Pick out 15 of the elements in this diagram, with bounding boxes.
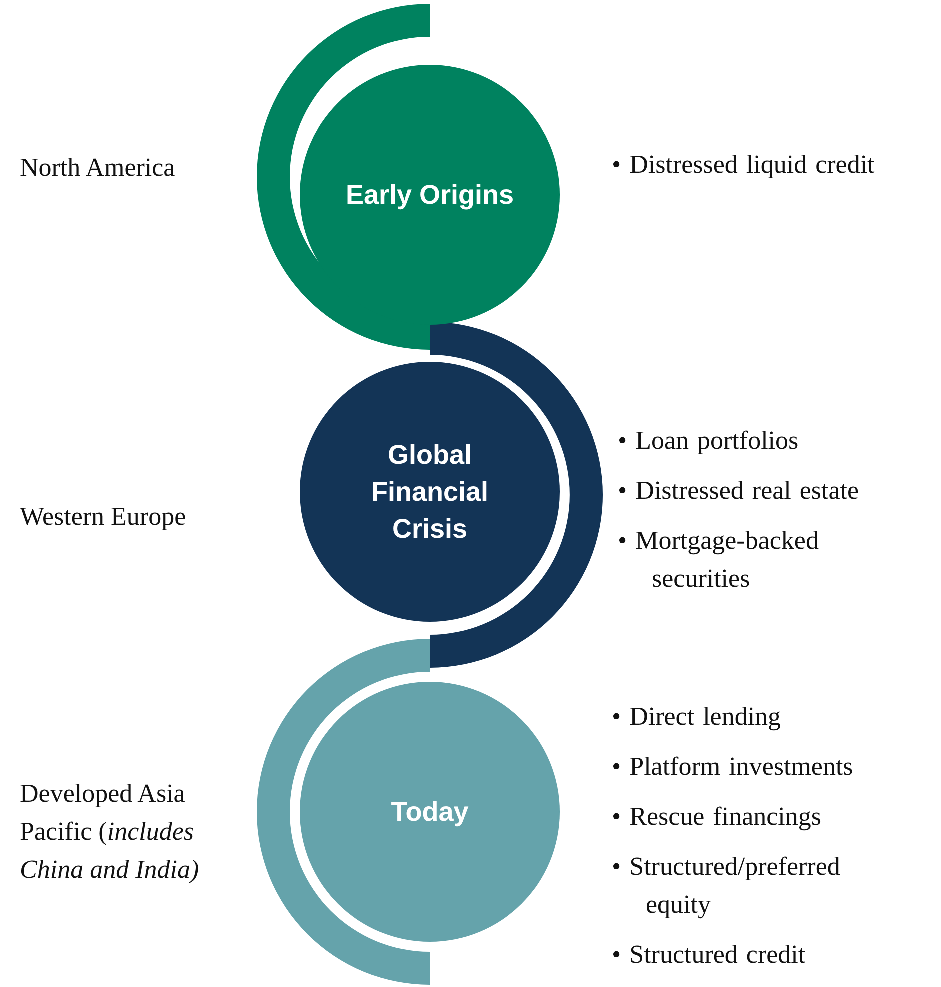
bullet-item: • Direct lending bbox=[612, 701, 782, 733]
bullet-item: • Loan portfolios bbox=[618, 425, 799, 457]
stage-title: Today bbox=[390, 796, 470, 829]
bullet-item: • Structured credit bbox=[612, 939, 806, 971]
region-label: North America bbox=[20, 152, 176, 184]
stage-title: Early Origins bbox=[344, 178, 516, 212]
bullet-item: • Distressed liquid credit bbox=[612, 149, 875, 181]
bullet-item: • Mortgage-backed securities bbox=[618, 525, 820, 595]
bullet-item: • Distressed real estate bbox=[618, 475, 860, 507]
bullet-item: • Rescue financings bbox=[612, 801, 822, 833]
stage-title: Global Financial Crisis bbox=[370, 438, 490, 546]
bullet-item: • Structured/preferred equity bbox=[612, 851, 842, 921]
bullet-item: • Platform investments bbox=[612, 751, 854, 783]
region-label: Developed Asia Pacific (includes China and India) bbox=[20, 778, 200, 886]
region-label: Western Europe bbox=[20, 501, 188, 533]
